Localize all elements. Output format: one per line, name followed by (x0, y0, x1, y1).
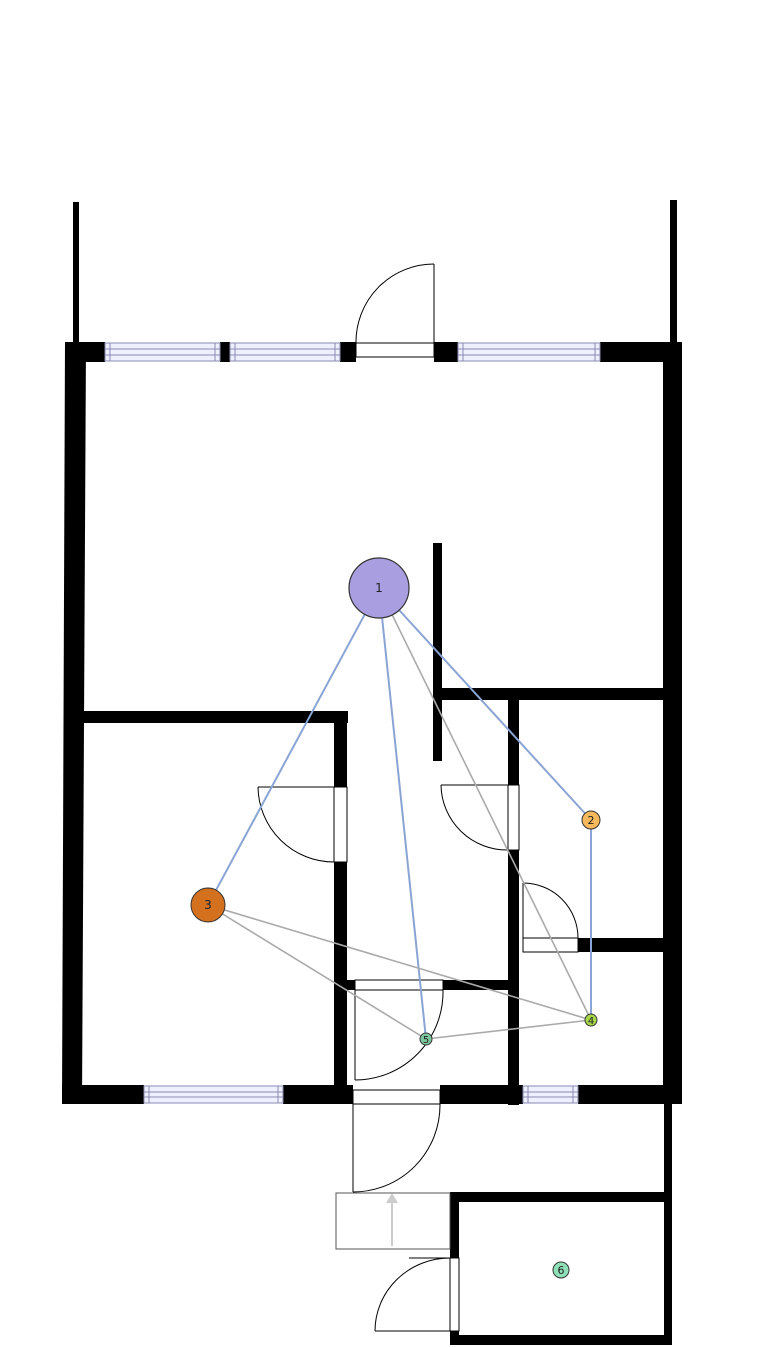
edge-1-2 (378, 587, 592, 821)
node-6-circle (552, 1261, 570, 1279)
node-3: 3 (190, 887, 226, 923)
wall-top-d (434, 342, 458, 362)
door-left-room (257, 786, 348, 863)
node-5-label: 5 (423, 1035, 429, 1046)
wall-top-e (600, 342, 682, 362)
wall-bottom-d (578, 1085, 682, 1104)
node-1-label: 1 (375, 581, 383, 595)
doors (257, 263, 579, 1332)
door-annex (374, 1257, 460, 1332)
wall-corridor-right-b (508, 850, 519, 1105)
wall-small-room-top (578, 938, 665, 952)
node-1: 1 (348, 557, 410, 619)
wall-annex-bottom (450, 1335, 672, 1345)
wall-bottom-c (440, 1085, 523, 1104)
node-6: 6 (552, 1261, 570, 1279)
node-2: 2 (581, 810, 601, 830)
edge-1-4 (378, 587, 592, 1021)
wall-right-room-top (440, 688, 665, 700)
wall-post-left (73, 202, 79, 344)
graph-edges (207, 587, 592, 1040)
node-4-label: 4 (588, 1016, 594, 1027)
window-top-1 (104, 342, 221, 362)
stair-arrow-icon (386, 1193, 398, 1203)
edge-1-5 (378, 587, 427, 1040)
wall-annex-right (664, 1104, 672, 1344)
window-bottom-2 (522, 1085, 579, 1104)
node-3-circle (190, 887, 226, 923)
edge-1-3 (207, 587, 380, 906)
wall-left-room-right-b (334, 862, 347, 1085)
node-1-circle (348, 557, 410, 619)
door-bath (354, 979, 444, 1081)
wall-top-b (220, 342, 230, 362)
node-2-label: 2 (588, 814, 595, 827)
graph-nodes: 1 2 3 4 5 6 (190, 557, 601, 1279)
node-4: 4 (584, 1013, 598, 1027)
wall-top-c (340, 342, 356, 362)
walls (62, 200, 682, 1345)
wall-left-room-right-a (334, 711, 347, 787)
window-bottom-1 (143, 1085, 284, 1104)
node-4-circle (584, 1013, 598, 1027)
stair-step (335, 1192, 451, 1250)
wall-left-room-top (82, 711, 348, 723)
window-top-3 (457, 342, 601, 362)
wall-bottom-b (283, 1085, 353, 1104)
edge-3-5 (207, 904, 427, 1040)
edge-5-4 (425, 1019, 592, 1040)
wall-bath-top-a (347, 980, 355, 990)
node-5-circle (419, 1032, 433, 1046)
windows (104, 342, 601, 1104)
node-6-label: 6 (558, 1264, 565, 1277)
door-top (355, 263, 435, 358)
wall-bottom-a (62, 1085, 144, 1104)
wall-annex-top (450, 1192, 666, 1202)
node-3-label: 3 (204, 898, 212, 912)
window-top-2 (229, 342, 341, 362)
door-bottom (352, 1089, 441, 1193)
node-5: 5 (419, 1032, 433, 1046)
edge-3-4 (207, 904, 592, 1021)
door-small-room (522, 882, 579, 953)
wall-post-right (670, 200, 677, 344)
door-corridor (440, 784, 520, 851)
wall-right (663, 342, 682, 1104)
node-2-circle (581, 810, 601, 830)
wall-left (62, 342, 86, 1104)
